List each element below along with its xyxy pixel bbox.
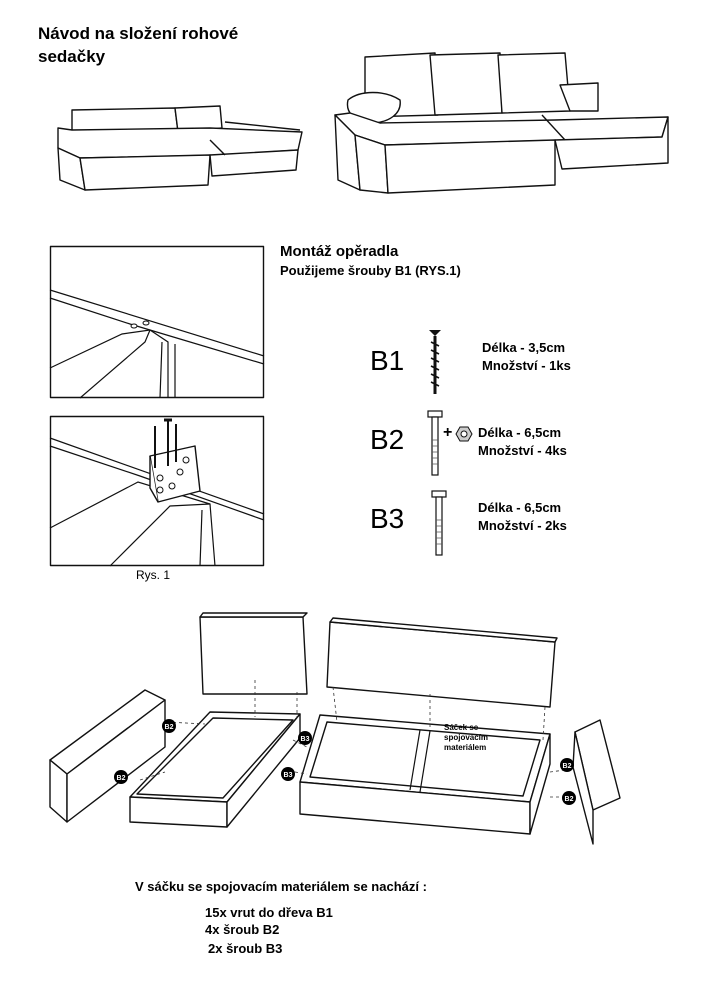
fastener-b2-length: Délka - 6,5cm (478, 425, 562, 440)
bag-item-1: 15x vrut do dřeva B1 (205, 905, 333, 920)
fastener-b2-code: B2 (370, 424, 405, 455)
detail-drawing-top (49, 245, 265, 399)
fastener-plus: + (443, 424, 453, 441)
nut-icon (455, 426, 473, 442)
svg-text:B2: B2 (117, 775, 126, 782)
fastener-b1-length: Délka - 3,5cm (482, 340, 566, 355)
bag-note-line-1: Sáček se (444, 723, 479, 732)
screw-b1-icon (429, 330, 441, 394)
exploded-assembly-diagram: B2 B2 B3 B3 B2 B2 (49, 612, 621, 845)
page-title: Návod na složení rohové sedačky (38, 22, 298, 68)
bag-item-2: 4x šroub B2 (205, 922, 280, 937)
marker-b2-upper-right: B2 (560, 758, 574, 772)
svg-text:B3: B3 (301, 736, 310, 743)
bag-note-label: Sáček se spojovacím materiálem (444, 723, 488, 753)
svg-text:B2: B2 (165, 724, 174, 731)
fastener-b1-code: B1 (370, 345, 405, 376)
svg-text:B3: B3 (284, 772, 293, 779)
fastener-b3-spec: Délka - 6,5cm Množství - 2ks (478, 499, 567, 535)
sofa-large-illustration (334, 52, 669, 194)
marker-b2-lower-right: B2 (562, 791, 576, 805)
bag-item-3: 2x šroub B3 (208, 941, 283, 956)
fastener-b3-length: Délka - 6,5cm (478, 500, 562, 515)
bolt-b2-icon (427, 410, 443, 476)
bag-note-line-2: spojovacím (444, 733, 489, 742)
fastener-b1-quantity: Množství - 1ks (482, 358, 571, 373)
sofa-small-illustration (57, 105, 303, 191)
title-line-1: Návod na složení rohové (38, 24, 239, 43)
bag-note-line-3: materiálem (444, 743, 487, 752)
marker-b2-upper-left: B2 (162, 719, 176, 733)
fastener-b3-quantity: Množství - 2ks (478, 518, 567, 533)
svg-text:B2: B2 (565, 796, 574, 803)
marker-b3-upper: B3 (298, 731, 312, 745)
figure-caption: Rys. 1 (136, 568, 171, 582)
marker-b3-lower: B3 (281, 767, 295, 781)
fastener-b3-code: B3 (370, 503, 405, 534)
assembly-subheading: Použijeme šrouby B1 (RYS.1) (280, 263, 461, 278)
svg-text:B2: B2 (563, 763, 572, 770)
fastener-b2-quantity: Množství - 4ks (478, 443, 567, 458)
assembly-heading: Montáž opěradla (280, 243, 399, 260)
title-line-2: sedačky (38, 47, 106, 66)
marker-b2-lower-left: B2 (114, 770, 128, 784)
bolt-b3-icon (431, 490, 447, 556)
detail-drawing-bottom (49, 415, 265, 567)
bag-contents-heading: V sáčku se spojovacím materiálem se nach… (135, 879, 427, 894)
fastener-b1-spec: Délka - 3,5cm Množství - 1ks (482, 339, 571, 375)
fastener-b2-spec: Délka - 6,5cm Množství - 4ks (478, 424, 567, 460)
